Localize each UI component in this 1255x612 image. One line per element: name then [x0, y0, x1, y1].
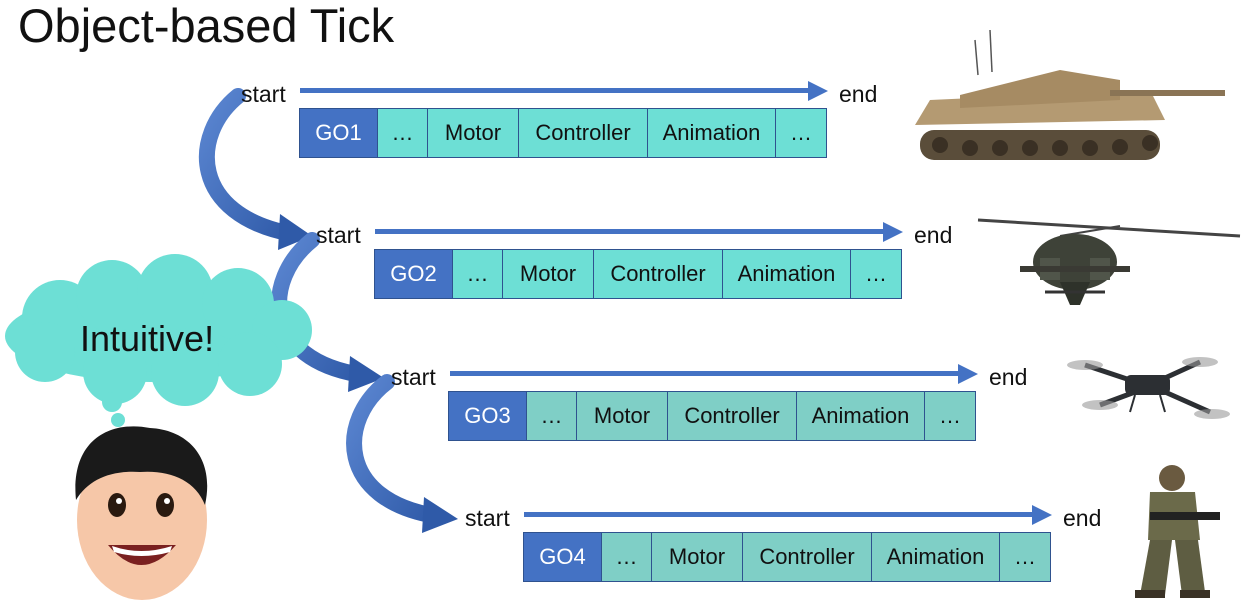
controller-cell: Controller — [519, 109, 648, 157]
timeline-arrowhead-3 — [958, 364, 978, 384]
object-row-3: GO3 … Motor Controller Animation … — [448, 391, 976, 441]
motor-cell: Motor — [428, 109, 519, 157]
object-row-2: GO2 … Motor Controller Animation … — [374, 249, 902, 299]
controller-cell: Controller — [668, 392, 797, 440]
timeline-arrow-4 — [524, 512, 1034, 517]
helicopter-image — [977, 218, 1241, 305]
timeline-arrow-3 — [450, 371, 960, 376]
curved-arrow-1 — [199, 88, 312, 250]
ellipsis-cell: … — [925, 392, 975, 440]
game-object-cell: GO2 — [375, 250, 453, 298]
animation-cell: Animation — [723, 250, 851, 298]
start-label-2: start — [316, 222, 361, 248]
timeline-arrowhead-1 — [808, 81, 828, 101]
motor-cell: Motor — [577, 392, 668, 440]
thought-cloud — [5, 254, 312, 427]
ellipsis-cell: … — [527, 392, 577, 440]
controller-cell: Controller — [743, 533, 872, 581]
ellipsis-cell: … — [602, 533, 652, 581]
curved-arrow-3 — [346, 374, 458, 533]
drone-image — [1067, 357, 1230, 419]
start-label-1: start — [241, 81, 286, 107]
ellipsis-cell: … — [378, 109, 428, 157]
timeline-arrowhead-2 — [883, 222, 903, 242]
animation-cell: Animation — [648, 109, 776, 157]
page-title: Object-based Tick — [18, 0, 395, 52]
start-label-3: start — [391, 364, 436, 390]
game-object-cell: GO3 — [449, 392, 527, 440]
motor-cell: Motor — [652, 533, 743, 581]
tank-image — [915, 29, 1225, 160]
object-row-4: GO4 … Motor Controller Animation … — [523, 532, 1051, 582]
ellipsis-cell: … — [1000, 533, 1050, 581]
start-label-4: start — [465, 505, 510, 531]
controller-cell: Controller — [594, 250, 723, 298]
end-label-1: end — [839, 81, 878, 107]
timeline-arrowhead-4 — [1032, 505, 1052, 525]
game-object-cell: GO4 — [524, 533, 602, 581]
timeline-arrow-1 — [300, 88, 810, 93]
animation-cell: Animation — [797, 392, 925, 440]
end-label-2: end — [914, 222, 953, 248]
end-label-3: end — [989, 364, 1028, 390]
object-row-1: GO1 … Motor Controller Animation … — [299, 108, 827, 158]
timeline-arrow-2 — [375, 229, 885, 234]
game-object-cell: GO1 — [300, 109, 378, 157]
ellipsis-cell: … — [851, 250, 901, 298]
ellipsis-cell: … — [776, 109, 826, 157]
motor-cell: Motor — [503, 250, 594, 298]
end-label-4: end — [1063, 505, 1102, 531]
animation-cell: Animation — [872, 533, 1000, 581]
cloud-text: Intuitive! — [80, 318, 215, 359]
avatar — [75, 426, 208, 600]
soldier-image — [1135, 465, 1220, 598]
ellipsis-cell: … — [453, 250, 503, 298]
